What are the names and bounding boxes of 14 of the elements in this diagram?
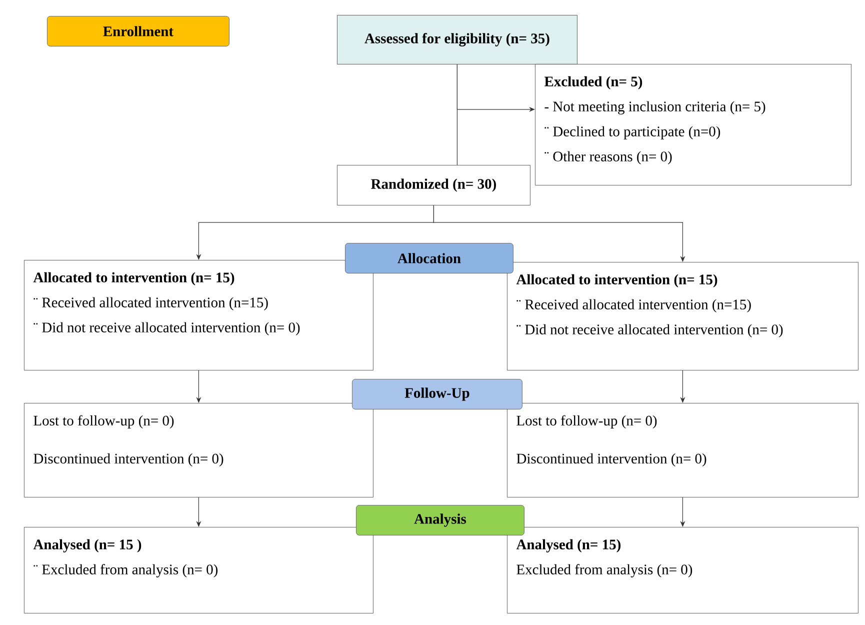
process-box: Lost to follow-up (n= 0) Discontinued intervention (n= 0) bbox=[507, 403, 858, 498]
process-box: Allocated to intervention (n= 15) ¨ Received allocated intervention (n=15) ¨ Did not receive allocated intervention (n= 0) bbox=[507, 262, 858, 370]
process-box: Analysed (n= 15) Excluded from analysis (n= 0) bbox=[507, 527, 858, 614]
stage-label: Allocation bbox=[345, 243, 514, 274]
process-box: Randomized (n= 30) bbox=[337, 165, 530, 206]
arrow bbox=[433, 205, 686, 262]
exclusion-box: Excluded (n= 5) - Not meeting inclusion criteria (n= 5) ¨ Declined to participate (n=0) ¨ Other reasons (n= 0) bbox=[535, 64, 852, 186]
process-box: Assessed for eligibility (n= 35) bbox=[337, 15, 578, 64]
stage-label: Follow-Up bbox=[352, 379, 522, 410]
process-box: Analysed (n= 15 ) ¨ Excluded from analysis (n= 0) bbox=[24, 527, 374, 614]
stage-label: Enrollment bbox=[47, 16, 230, 46]
process-box: Allocated to intervention (n= 15) ¨ Received allocated intervention (n=15) ¨ Did not receive allocated intervention (n= 0) bbox=[24, 260, 374, 370]
process-box: Lost to follow-up (n= 0) Discontinued intervention (n= 0) bbox=[24, 403, 374, 498]
stage-label: Analysis bbox=[356, 505, 524, 536]
